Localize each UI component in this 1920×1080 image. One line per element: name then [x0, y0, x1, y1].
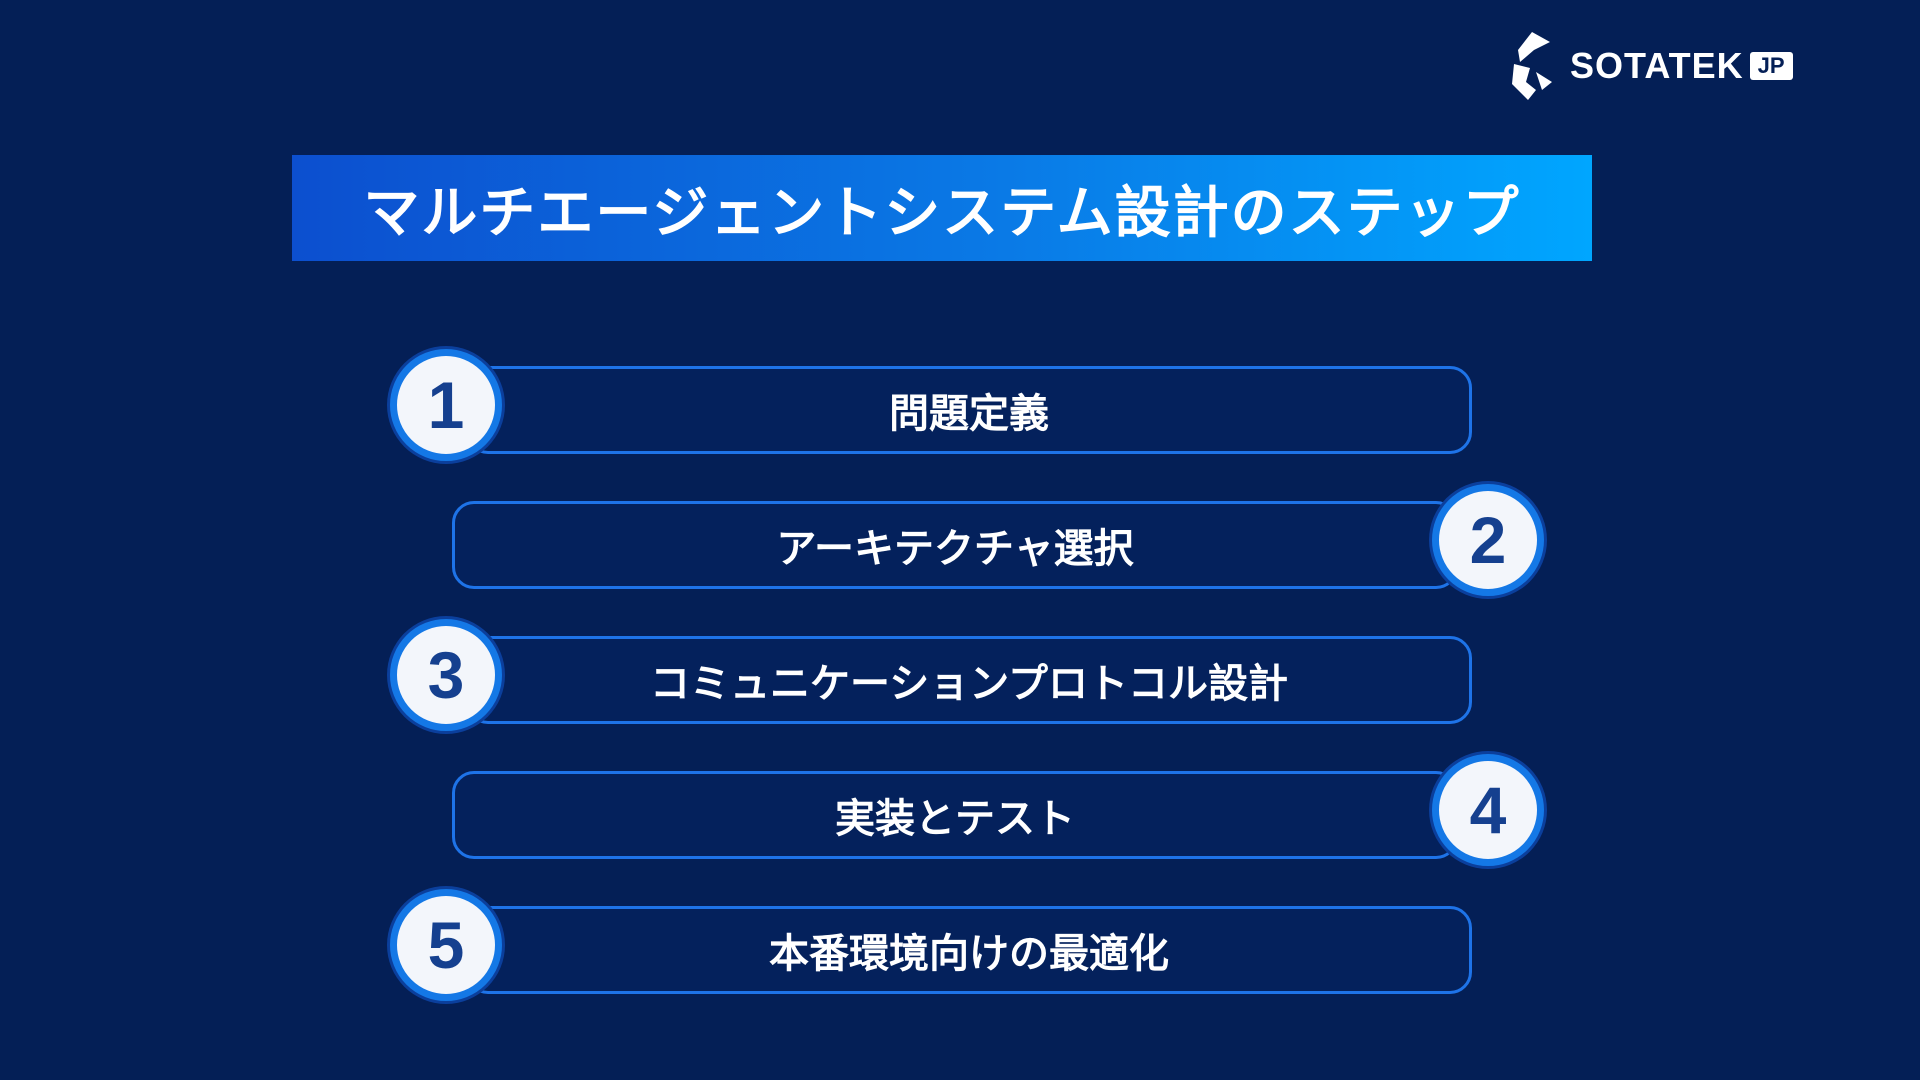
- step-number-badge-3: 3: [390, 619, 502, 731]
- step-pill-3: コミュニケーションプロトコル設計: [466, 636, 1472, 724]
- step-number-5: 5: [427, 908, 465, 982]
- step-pill-5: 本番環境向けの最適化: [466, 906, 1472, 994]
- step-item-2: アーキテクチャ選択 2: [452, 484, 1574, 596]
- step-number-1: 1: [427, 368, 465, 442]
- step-item-4: 実装とテスト 4: [452, 754, 1574, 866]
- step-label-5: 本番環境向けの最適化: [769, 931, 1169, 977]
- step-number-badge-2: 2: [1432, 484, 1544, 596]
- step-pill-4: 実装とテスト: [452, 771, 1458, 859]
- page-title: マルチエージェントシステム設計のステップ: [363, 180, 1521, 246]
- step-item-1: 問題定義 1: [386, 349, 1508, 461]
- step-item-3: コミュニケーションプロトコル設計 3: [386, 619, 1508, 731]
- title-banner: マルチエージェントシステム設計のステップ: [292, 155, 1592, 261]
- logo-suffix: JP: [1749, 52, 1793, 80]
- step-label-3: コミュニケーションプロトコル設計: [650, 661, 1288, 707]
- logo-name: SOTATEK: [1570, 45, 1744, 86]
- step-label-1: 問題定義: [889, 391, 1049, 437]
- step-number-badge-1: 1: [390, 349, 502, 461]
- step-pill-1: 問題定義: [466, 366, 1472, 454]
- company-logo: SOTATEK JP: [1506, 28, 1793, 104]
- step-number-badge-5: 5: [390, 889, 502, 1001]
- step-number-4: 4: [1469, 773, 1507, 847]
- step-number-3: 3: [427, 638, 465, 712]
- step-pill-2: アーキテクチャ選択: [452, 501, 1458, 589]
- step-number-2: 2: [1469, 503, 1507, 577]
- step-item-5: 本番環境向けの最適化 5: [386, 889, 1508, 1001]
- step-label-4: 実装とテスト: [835, 796, 1075, 842]
- sotatek-logo-icon: [1512, 32, 1552, 100]
- step-label-2: アーキテクチャ選択: [776, 526, 1134, 572]
- step-number-badge-4: 4: [1432, 754, 1544, 866]
